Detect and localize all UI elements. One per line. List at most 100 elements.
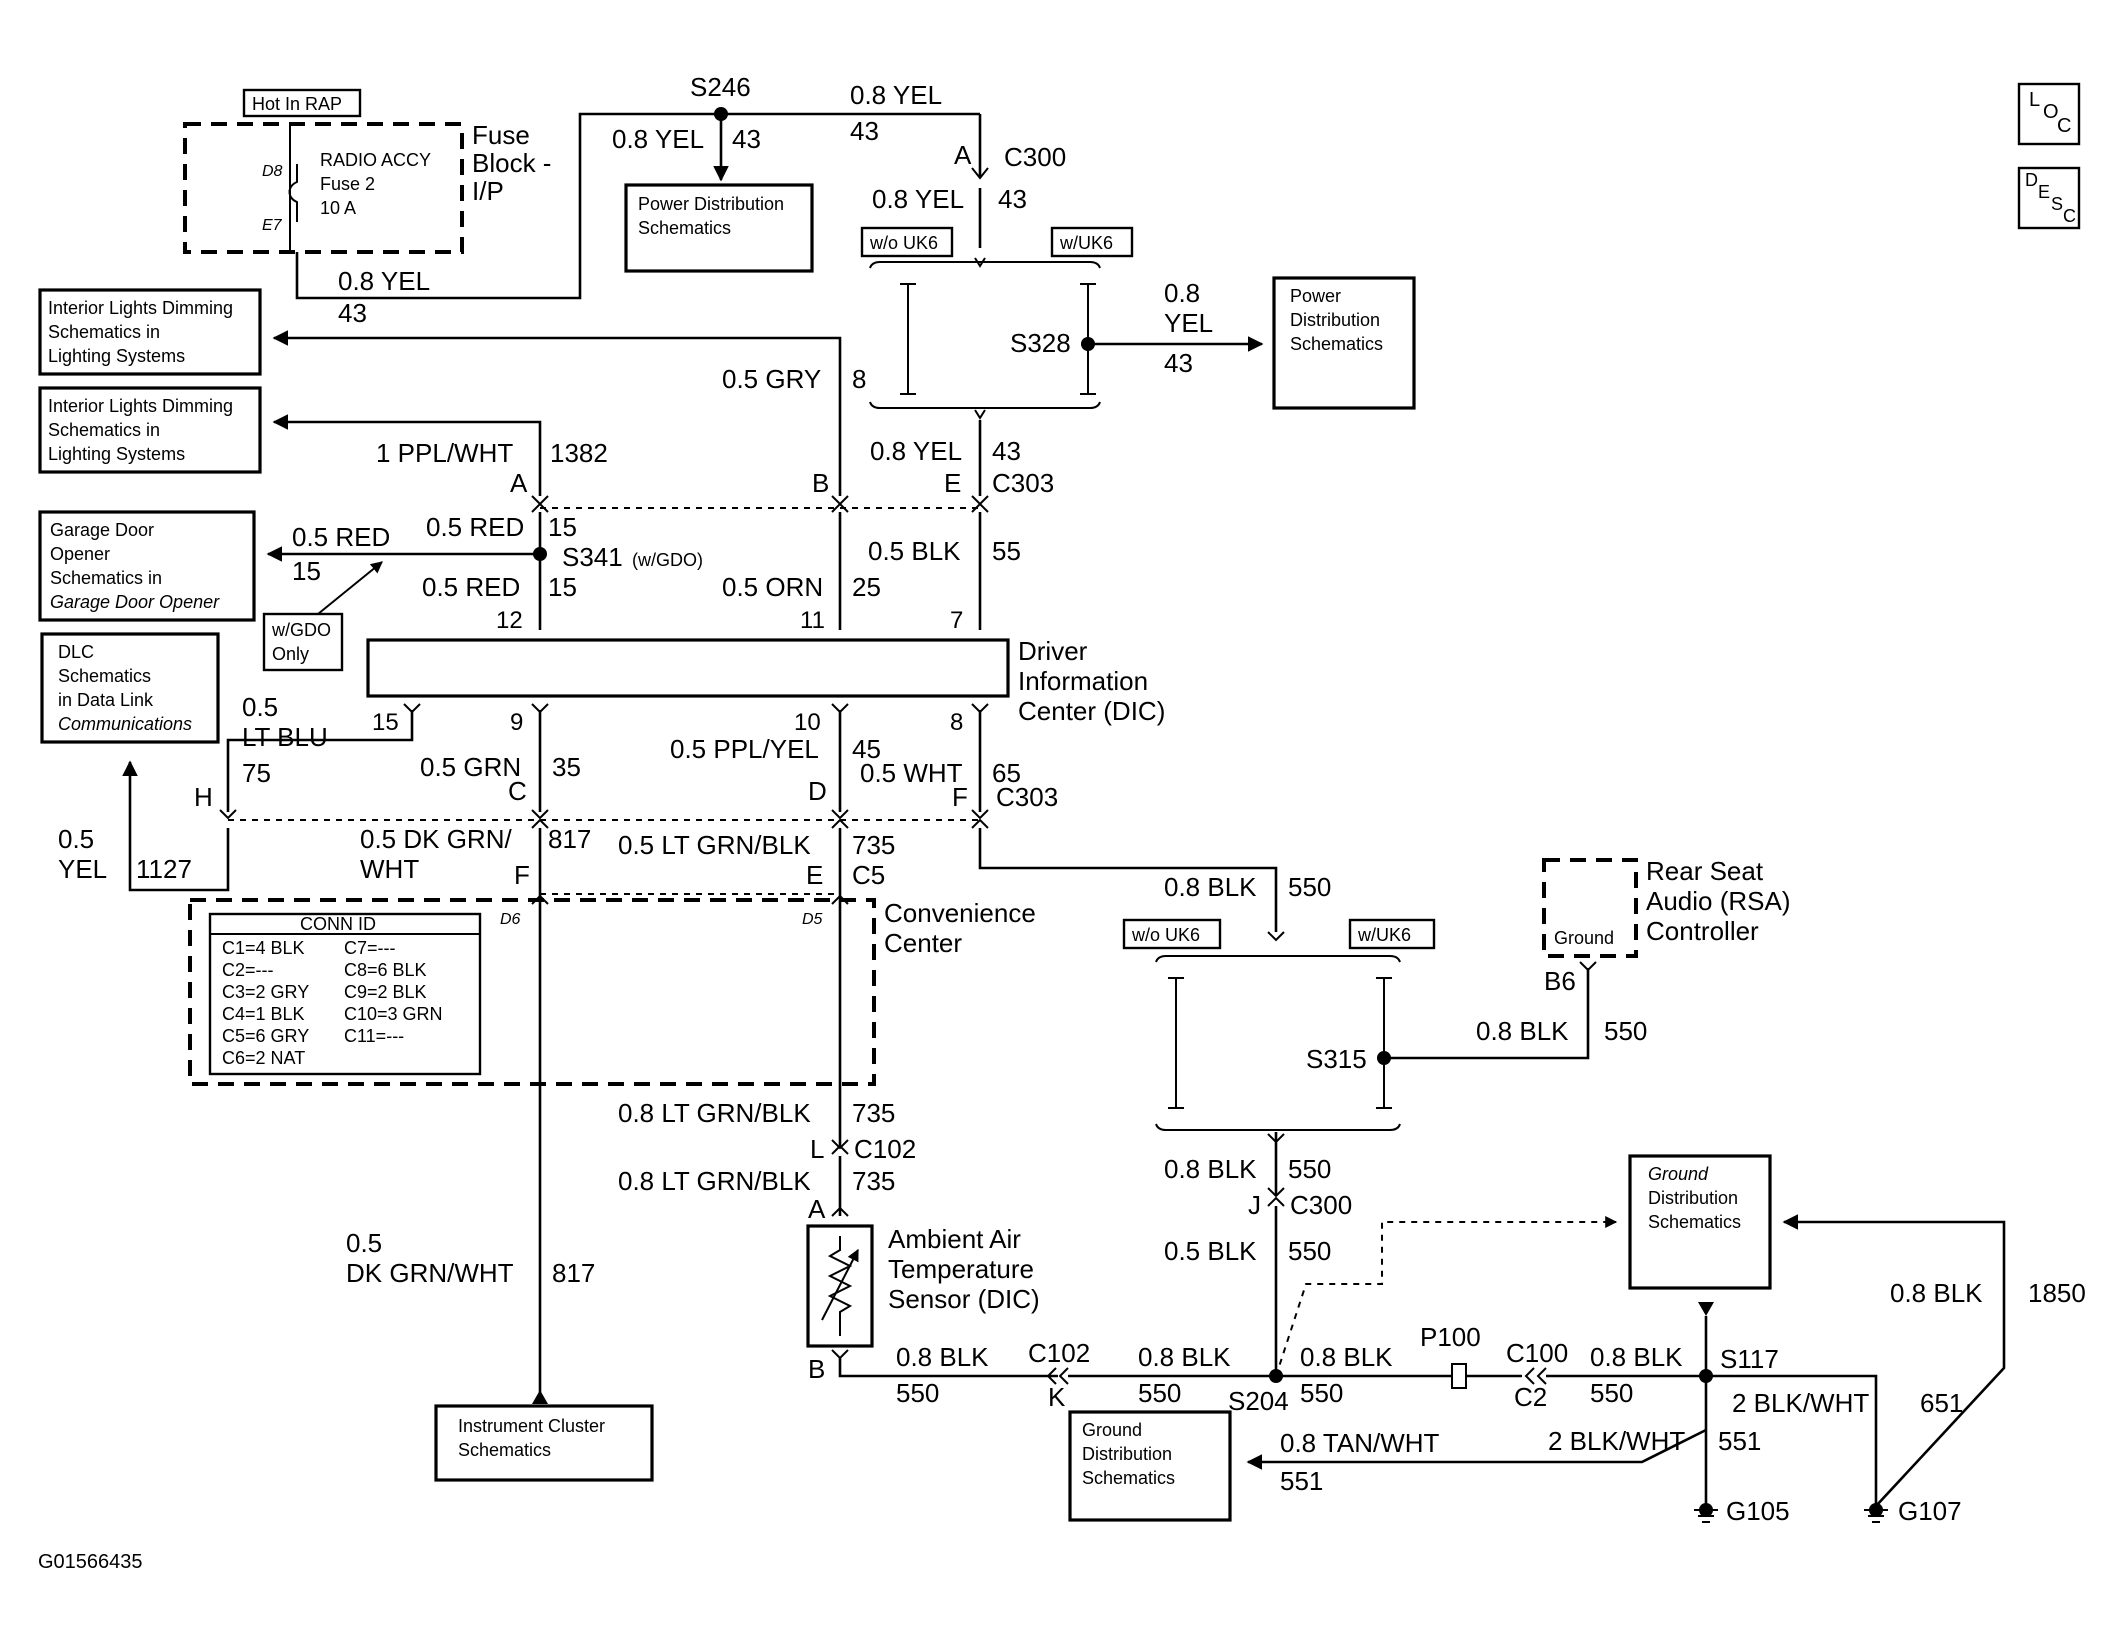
svg-text:S117: S117 <box>1720 1344 1779 1374</box>
svg-text:550: 550 <box>896 1378 939 1408</box>
svg-text:0.8 BLK: 0.8 BLK <box>1164 872 1257 902</box>
desc-icon[interactable]: D E S C <box>2017 166 2081 230</box>
thermistor-icon <box>827 1236 853 1336</box>
svg-text:0.5: 0.5 <box>242 692 278 722</box>
svg-text:S315: S315 <box>1306 1044 1367 1074</box>
svg-text:C102: C102 <box>854 1134 916 1164</box>
svg-text:Schematics: Schematics <box>458 1440 551 1460</box>
svg-text:C11=---: C11=--- <box>344 1026 404 1046</box>
interior-lights-box-1[interactable]: Interior Lights Dimming Schematics in Li… <box>38 288 262 376</box>
svg-text:S328: S328 <box>1010 328 1071 358</box>
svg-text:550: 550 <box>1300 1378 1343 1408</box>
loc-icon[interactable]: L O C <box>2017 82 2081 146</box>
svg-text:0.5 GRN: 0.5 GRN <box>420 752 521 782</box>
svg-text:O: O <box>2043 101 2059 123</box>
svg-text:A: A <box>808 1194 826 1224</box>
svg-text:C6=2 NAT: C6=2 NAT <box>222 1048 305 1068</box>
svg-text:Interior Lights Dimming: Interior Lights Dimming <box>48 298 233 318</box>
svg-text:Fuse: Fuse <box>472 120 530 150</box>
svg-text:550: 550 <box>1288 872 1331 902</box>
svg-text:Schematics: Schematics <box>1290 334 1383 354</box>
svg-text:C2=---: C2=--- <box>222 960 274 980</box>
svg-text:Schematics in: Schematics in <box>48 420 160 440</box>
svg-text:0.8 BLK: 0.8 BLK <box>1138 1342 1231 1372</box>
svg-text:J: J <box>1248 1190 1261 1220</box>
svg-text:55: 55 <box>992 536 1021 566</box>
hot-in-rap-label: Hot In RAP <box>252 94 342 114</box>
ground-distribution-box-top[interactable]: Ground Distribution Schematics <box>1628 1154 1772 1290</box>
svg-text:551: 551 <box>1718 1426 1761 1456</box>
instrument-cluster-box[interactable]: Instrument Cluster Schematics <box>434 1404 654 1482</box>
svg-text:0.5 GRY: 0.5 GRY <box>722 364 821 394</box>
svg-text:Ground: Ground <box>1648 1164 1709 1184</box>
svg-text:C2: C2 <box>1514 1382 1547 1412</box>
svg-text:C1=4 BLK: C1=4 BLK <box>222 938 305 958</box>
svg-text:F: F <box>952 782 968 812</box>
svg-text:WHT: WHT <box>360 854 419 884</box>
svg-text:C102: C102 <box>1028 1338 1090 1368</box>
svg-text:E: E <box>944 468 961 498</box>
svg-text:817: 817 <box>552 1258 595 1288</box>
option-tag-w-uk6-b <box>1348 918 1436 950</box>
svg-text:Sensor (DIC): Sensor (DIC) <box>888 1284 1040 1314</box>
svg-text:550: 550 <box>1604 1016 1647 1046</box>
svg-text:735: 735 <box>852 1166 895 1196</box>
svg-text:0.5 RED: 0.5 RED <box>292 522 390 552</box>
svg-text:Lighting Systems: Lighting Systems <box>48 346 185 366</box>
power-distribution-box-2[interactable]: Power Distribution Schematics <box>1272 276 1416 410</box>
svg-text:0.8: 0.8 <box>1164 278 1200 308</box>
svg-text:7: 7 <box>950 607 963 634</box>
wgdo-tag: w/GDO Only <box>262 612 344 672</box>
svg-text:C5=6 GRY: C5=6 GRY <box>222 1026 309 1046</box>
svg-text:Power: Power <box>1290 286 1341 306</box>
svg-text:817: 817 <box>548 824 591 854</box>
wire-yel-1127 <box>122 760 230 892</box>
svg-text:C9=2 BLK: C9=2 BLK <box>344 982 427 1002</box>
svg-text:A: A <box>510 468 528 498</box>
svg-text:Block -: Block - <box>472 148 551 178</box>
svg-text:0.5 RED: 0.5 RED <box>422 572 520 602</box>
svg-text:45: 45 <box>852 734 881 764</box>
svg-text:1 PPL/WHT: 1 PPL/WHT <box>376 438 513 468</box>
svg-text:0.5 WHT: 0.5 WHT <box>860 758 963 788</box>
svg-text:Power Distribution: Power Distribution <box>638 194 784 214</box>
svg-text:YEL: YEL <box>58 854 107 884</box>
svg-text:E: E <box>806 860 823 890</box>
svg-text:E: E <box>2038 182 2050 202</box>
svg-text:15: 15 <box>292 556 321 586</box>
svg-text:0.8 LT GRN/BLK: 0.8 LT GRN/BLK <box>618 1098 811 1128</box>
svg-text:LT BLU: LT BLU <box>242 722 328 752</box>
conn-id-table <box>208 912 482 1076</box>
garage-door-box[interactable]: Garage Door Opener Schematics in Garage … <box>38 510 256 622</box>
svg-text:0.8 BLK: 0.8 BLK <box>1476 1016 1569 1046</box>
svg-text:C: C <box>2063 206 2076 226</box>
svg-text:2 BLK/WHT: 2 BLK/WHT <box>1732 1388 1869 1418</box>
svg-text:15: 15 <box>548 512 577 542</box>
svg-text:735: 735 <box>852 830 895 860</box>
power-distribution-box-1[interactable]: Power Distribution Schematics <box>624 183 814 273</box>
svg-text:0.8 BLK: 0.8 BLK <box>1590 1342 1683 1372</box>
rsa-controller: Ground Rear Seat Audio (RSA) Controller … <box>1542 856 1791 996</box>
option-tag-w-uk6 <box>1050 226 1134 258</box>
svg-text:Information: Information <box>1018 666 1148 696</box>
svg-text:D5: D5 <box>802 911 823 928</box>
svg-text:0.5 PPL/YEL: 0.5 PPL/YEL <box>670 734 819 764</box>
svg-text:0.5 DK GRN/: 0.5 DK GRN/ <box>360 824 512 854</box>
svg-text:25: 25 <box>852 572 881 602</box>
svg-text:E7: E7 <box>262 217 283 234</box>
svg-text:YEL: YEL <box>1164 308 1213 338</box>
ground-distribution-box-bottom[interactable]: Ground Distribution Schematics <box>1068 1410 1232 1522</box>
svg-text:Schematics: Schematics <box>58 666 151 686</box>
svg-text:CONN ID: CONN ID <box>300 914 376 934</box>
svg-text:C303: C303 <box>996 782 1058 812</box>
svg-text:43: 43 <box>1164 348 1193 378</box>
svg-text:Garage Door: Garage Door <box>50 520 154 540</box>
svg-text:H: H <box>194 782 213 812</box>
svg-text:in Data Link: in Data Link <box>58 690 154 710</box>
svg-text:K: K <box>1048 1382 1066 1412</box>
svg-text:C: C <box>2057 115 2071 137</box>
interior-lights-box-2[interactable]: Interior Lights Dimming Schematics in Li… <box>38 386 262 474</box>
wire-gry-8 <box>272 330 842 418</box>
dlc-box[interactable]: DLC Schematics in Data Link Communicatio… <box>40 632 220 744</box>
svg-text:w/GDO: w/GDO <box>271 620 331 640</box>
